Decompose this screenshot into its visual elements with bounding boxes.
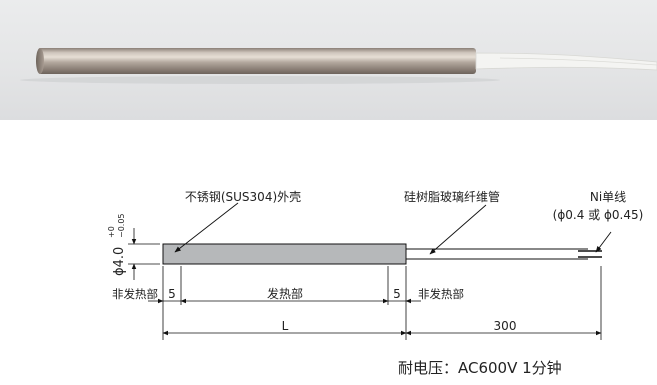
leader-sleeve — [429, 204, 487, 255]
label-sheath: 不锈钢(SUS304)外壳 — [185, 190, 301, 204]
diameter-tol-lower: −0.05 — [117, 213, 126, 238]
silicone-sleeve-photo — [475, 52, 657, 71]
product-photo — [0, 0, 657, 120]
dim-length-label: L — [282, 319, 289, 333]
sleeve-strand-photo — [499, 57, 657, 66]
dim-right-end-value: 5 — [393, 287, 401, 301]
leader-sheath — [174, 202, 239, 253]
diameter-value: ϕ4.0 — [112, 247, 127, 276]
dim-lead-length-value: 300 — [494, 319, 517, 333]
diameter-tol-upper: +0 — [107, 226, 116, 238]
drawing-canvas: 不锈钢(SUS304)外壳 硅树脂玻璃纤维管 Ni单线 (ϕ0.4 或 ϕ0.4… — [107, 189, 644, 377]
metal-sheath-photo — [38, 48, 476, 74]
dimension-drawing: 不锈钢(SUS304)外壳 硅树脂玻璃纤维管 Ni单线 (ϕ0.4 或 ϕ0.4… — [0, 120, 657, 380]
leader-lead — [595, 231, 612, 253]
dim-heating-label: 发热部 — [267, 286, 303, 301]
rod-body — [162, 243, 407, 265]
label-non-heating-right: 非发热部 — [418, 287, 464, 301]
rod-end-photo — [36, 48, 44, 74]
diameter-label: ϕ4.0 +0 −0.05 — [107, 213, 127, 276]
label-lead-title: Ni单线 — [590, 190, 626, 204]
dim-left-end-value: 5 — [168, 287, 176, 301]
cartridge-heater-photo — [20, 48, 657, 84]
withstand-voltage-note: 耐电压：AC600V 1分钟 — [398, 359, 562, 377]
rod-shadow — [20, 76, 500, 84]
label-sleeve: 硅树脂玻璃纤维管 — [404, 189, 500, 204]
label-non-heating-left: 非发热部 — [112, 287, 158, 301]
label-lead-spec: (ϕ0.4 或 ϕ0.45) — [553, 208, 644, 222]
